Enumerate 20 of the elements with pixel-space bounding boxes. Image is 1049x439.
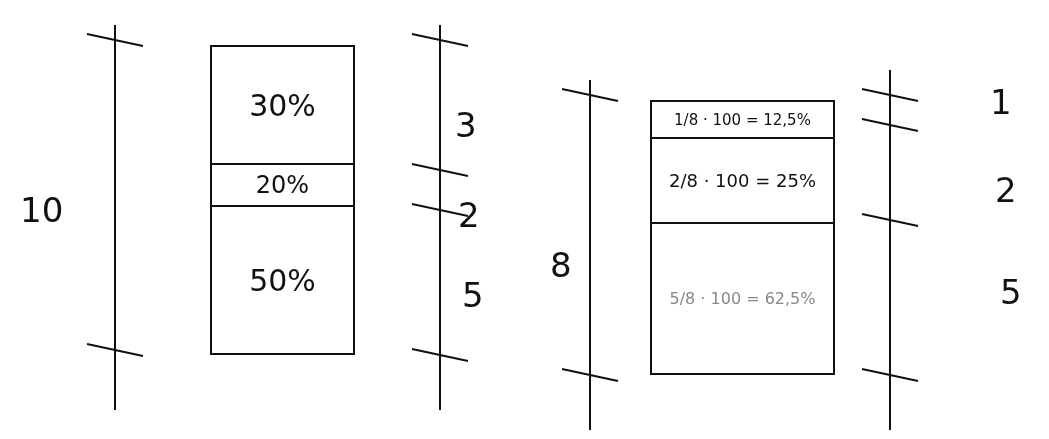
- bar-segment: [650, 100, 835, 139]
- percent-text: 5/8 · 100 = 62,5%: [669, 289, 816, 308]
- length-number: 5: [462, 275, 484, 315]
- bar-segment: [210, 45, 355, 165]
- percent-text: 30%: [249, 87, 316, 123]
- length-number: 2: [995, 170, 1017, 210]
- bar-segment: [210, 163, 355, 207]
- length-number: 3: [455, 105, 477, 145]
- length-number: 10: [20, 190, 64, 230]
- length-number: 2: [458, 195, 480, 235]
- percent-text: 20%: [255, 171, 310, 199]
- length-number: 8: [550, 245, 572, 285]
- bar-segment: [650, 137, 835, 224]
- bar-segment: [650, 222, 835, 375]
- length-number: 1: [990, 82, 1012, 122]
- percent-text: 1/8 · 100 = 12,5%: [674, 110, 811, 129]
- percent-text: 2/8 · 100 = 25%: [669, 170, 816, 191]
- bar-segment: [210, 205, 355, 355]
- length-number: 5: [1000, 272, 1022, 312]
- percent-text: 50%: [249, 262, 316, 298]
